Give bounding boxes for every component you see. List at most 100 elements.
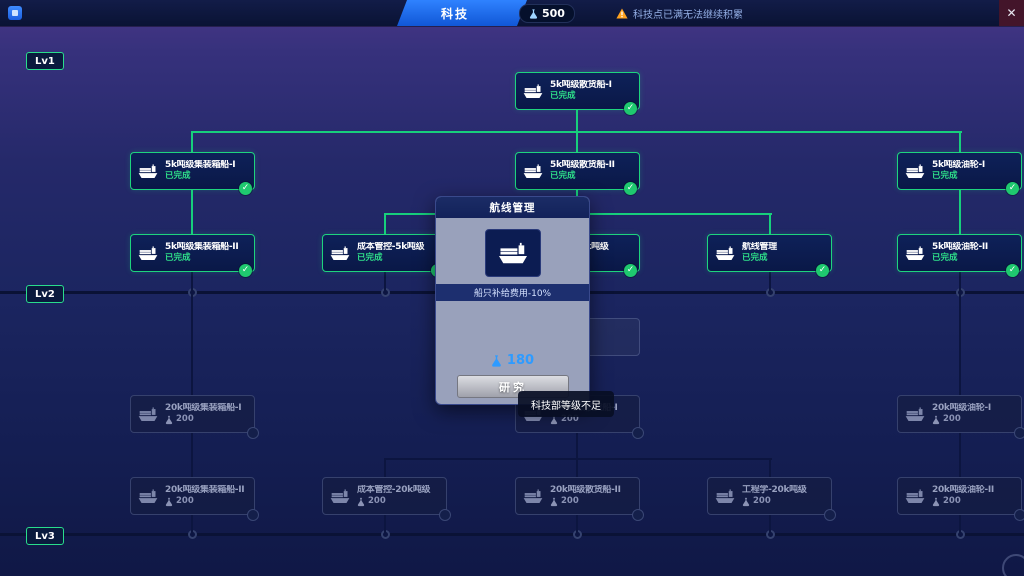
tech-points-value: 500 — [542, 7, 565, 20]
node-title: 5k吨级散货船-I — [550, 79, 612, 90]
node-cost: 200 — [357, 496, 442, 507]
node-status: 已完成 — [550, 91, 576, 102]
floating-button[interactable] — [1002, 554, 1024, 576]
locked-badge — [247, 509, 259, 521]
ship-icon — [135, 245, 161, 261]
locked-badge — [1014, 427, 1024, 439]
connector-line — [576, 460, 578, 477]
check-badge: ✓ — [239, 182, 252, 195]
effect-banner: 船只补给费用-10% — [436, 284, 589, 301]
menu-icon[interactable] — [8, 6, 22, 20]
flask-icon — [529, 8, 538, 19]
node-title: 成本管控-5k吨级 — [357, 241, 425, 252]
node-title: 20k吨级集装箱船-I — [165, 402, 242, 413]
ship-icon — [484, 229, 541, 277]
ship-icon — [902, 406, 928, 422]
connector-line — [769, 215, 771, 234]
check-badge: ✓ — [1006, 264, 1019, 277]
flask-icon — [492, 354, 501, 367]
connector-line — [959, 433, 961, 477]
page-title: 科技 — [440, 6, 469, 21]
connector-line — [769, 515, 771, 534]
ship-icon — [712, 488, 738, 504]
connector-line — [576, 110, 578, 131]
node-status: 已完成 — [932, 171, 958, 182]
node-title: 5k吨级集装箱船-I — [165, 159, 236, 170]
ship-icon — [520, 488, 546, 504]
connector-line — [959, 190, 961, 234]
node-cost: 200 — [550, 496, 635, 507]
check-badge: ✓ — [624, 102, 637, 115]
connector-line — [384, 272, 386, 293]
node-title: 20k吨级散货船-II — [550, 484, 621, 495]
connector-line — [191, 433, 193, 477]
ship-icon — [520, 83, 546, 99]
node-title: 航线管理 — [742, 241, 777, 252]
node-status: 已完成 — [165, 171, 191, 182]
tech-points-warning: 科技点已满无法继续积累 — [616, 6, 743, 21]
tab-technology[interactable]: 科技 — [397, 0, 527, 26]
research-cost: 180 — [436, 353, 589, 368]
warning-icon — [616, 8, 628, 19]
tech-node[interactable]: 航线管理已完成✓ — [707, 234, 832, 277]
ship-icon — [902, 163, 928, 179]
node-status: 已完成 — [550, 171, 576, 182]
ship-icon — [327, 245, 353, 261]
node-title: 20k吨级油轮-I — [932, 402, 991, 413]
check-badge: ✓ — [624, 182, 637, 195]
locked-badge — [247, 427, 259, 439]
locked-badge — [632, 509, 644, 521]
connector-line — [384, 460, 386, 477]
ship-icon — [135, 406, 161, 422]
research-button[interactable]: 研究 — [457, 375, 569, 398]
node-title: 工程学-20k吨级 — [742, 484, 807, 495]
connector-line — [384, 458, 772, 460]
tech-points-counter[interactable]: 500 — [519, 4, 575, 23]
level3-label: Lv3 — [26, 527, 64, 545]
close-icon[interactable]: ✕ — [999, 0, 1024, 26]
ship-icon — [902, 245, 928, 261]
node-title: 成本管控-20k吨级 — [357, 484, 431, 495]
node-title: 5k吨级油轮-I — [932, 159, 985, 170]
check-badge: ✓ — [816, 264, 829, 277]
connector-line — [191, 190, 193, 234]
check-badge: ✓ — [1006, 182, 1019, 195]
node-cost: 200 — [550, 414, 635, 425]
connector-line — [769, 460, 771, 477]
locked-badge — [632, 427, 644, 439]
node-cost: 200 — [165, 414, 250, 425]
node-title: 5k吨级散货船-II — [550, 159, 615, 170]
ship-icon — [520, 163, 546, 179]
ship-icon — [902, 488, 928, 504]
node-status: 已完成 — [165, 253, 191, 264]
check-badge: ✓ — [624, 264, 637, 277]
connector-line — [769, 272, 771, 293]
ship-icon — [135, 488, 161, 504]
node-cost: 200 — [165, 496, 250, 507]
ship-icon — [327, 488, 353, 504]
insufficient-level-tooltip: 科技部等级不足 — [518, 391, 614, 417]
top-bar: 科技 500 科技点已满无法继续积累 ✕ — [0, 0, 1024, 26]
node-status: 已完成 — [932, 253, 958, 264]
level2-label: Lv2 — [26, 285, 64, 303]
node-cost: 200 — [932, 414, 1017, 425]
ship-icon — [135, 163, 161, 179]
node-title: 20k吨级集装箱船-II — [165, 484, 245, 495]
research-cost-value: 180 — [506, 353, 535, 368]
connector-line — [191, 515, 193, 534]
